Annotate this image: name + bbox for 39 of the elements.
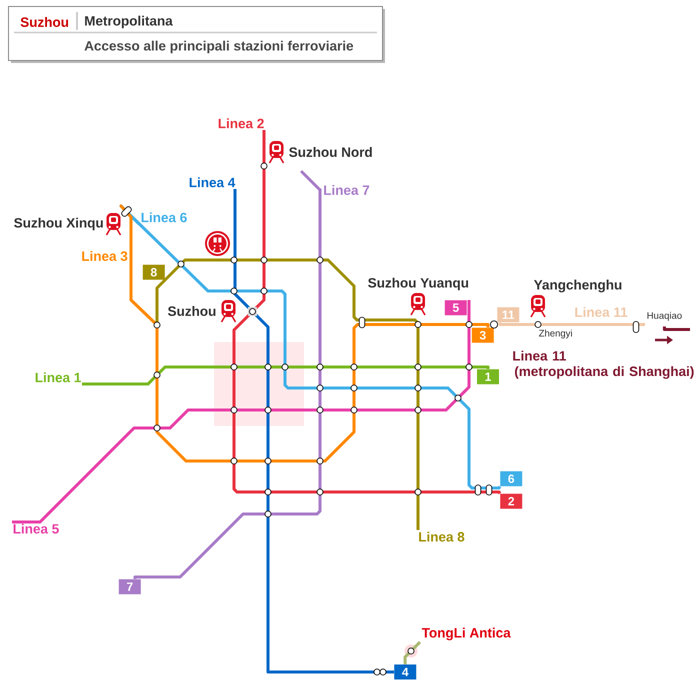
line-label: Linea 1	[36, 372, 81, 382]
line-label: Linea 5	[14, 524, 59, 534]
line-label: Linea 8	[419, 532, 464, 542]
line-label: Linea 4	[190, 177, 236, 188]
metro-line	[12, 300, 470, 524]
line-badge: 11	[497, 307, 520, 322]
line-badge: 5	[444, 300, 467, 316]
station-name: Huaqiao	[648, 312, 682, 321]
node-label: 11	[502, 310, 514, 319]
station-name: Suzhou Yuanqu	[368, 278, 468, 290]
station-name: Suzhou Nord	[289, 147, 372, 157]
station-name: Yangchenghu	[534, 280, 622, 292]
station-name: Zhengyi	[539, 330, 572, 338]
metro-line	[82, 366, 490, 386]
metro-line	[662, 326, 690, 331]
station-name: TongLi Antica	[422, 628, 511, 640]
node-label: 5	[452, 304, 459, 312]
line-label: Linea 2	[218, 118, 264, 128]
line-badge: 3	[472, 328, 494, 343]
line-label: Linea 3	[82, 251, 128, 261]
node-label: 1	[485, 372, 492, 381]
metro-line	[234, 189, 394, 674]
metro-line	[156, 258, 420, 530]
station-name: Suzhou Xinqu	[14, 218, 103, 230]
line-label: Linea 11 (metropolitana di Shanghai)	[513, 350, 694, 379]
line-badge: 8	[142, 264, 165, 280]
line-badge: 4	[394, 664, 416, 680]
metro-line	[232, 130, 500, 495]
line-label: Linea 7	[324, 185, 370, 195]
line-badge: 2	[500, 494, 522, 509]
metro-line	[404, 640, 422, 664]
line-badge: 7	[118, 579, 141, 594]
metro-line	[498, 322, 645, 326]
station-name: Suzhou	[168, 306, 216, 316]
line-badge: 1	[477, 369, 499, 384]
line-badge: 6	[500, 471, 522, 486]
edge-label: Linea 11	[573, 306, 629, 318]
line-label: Linea 6	[142, 212, 187, 222]
metro-line	[134, 170, 322, 580]
